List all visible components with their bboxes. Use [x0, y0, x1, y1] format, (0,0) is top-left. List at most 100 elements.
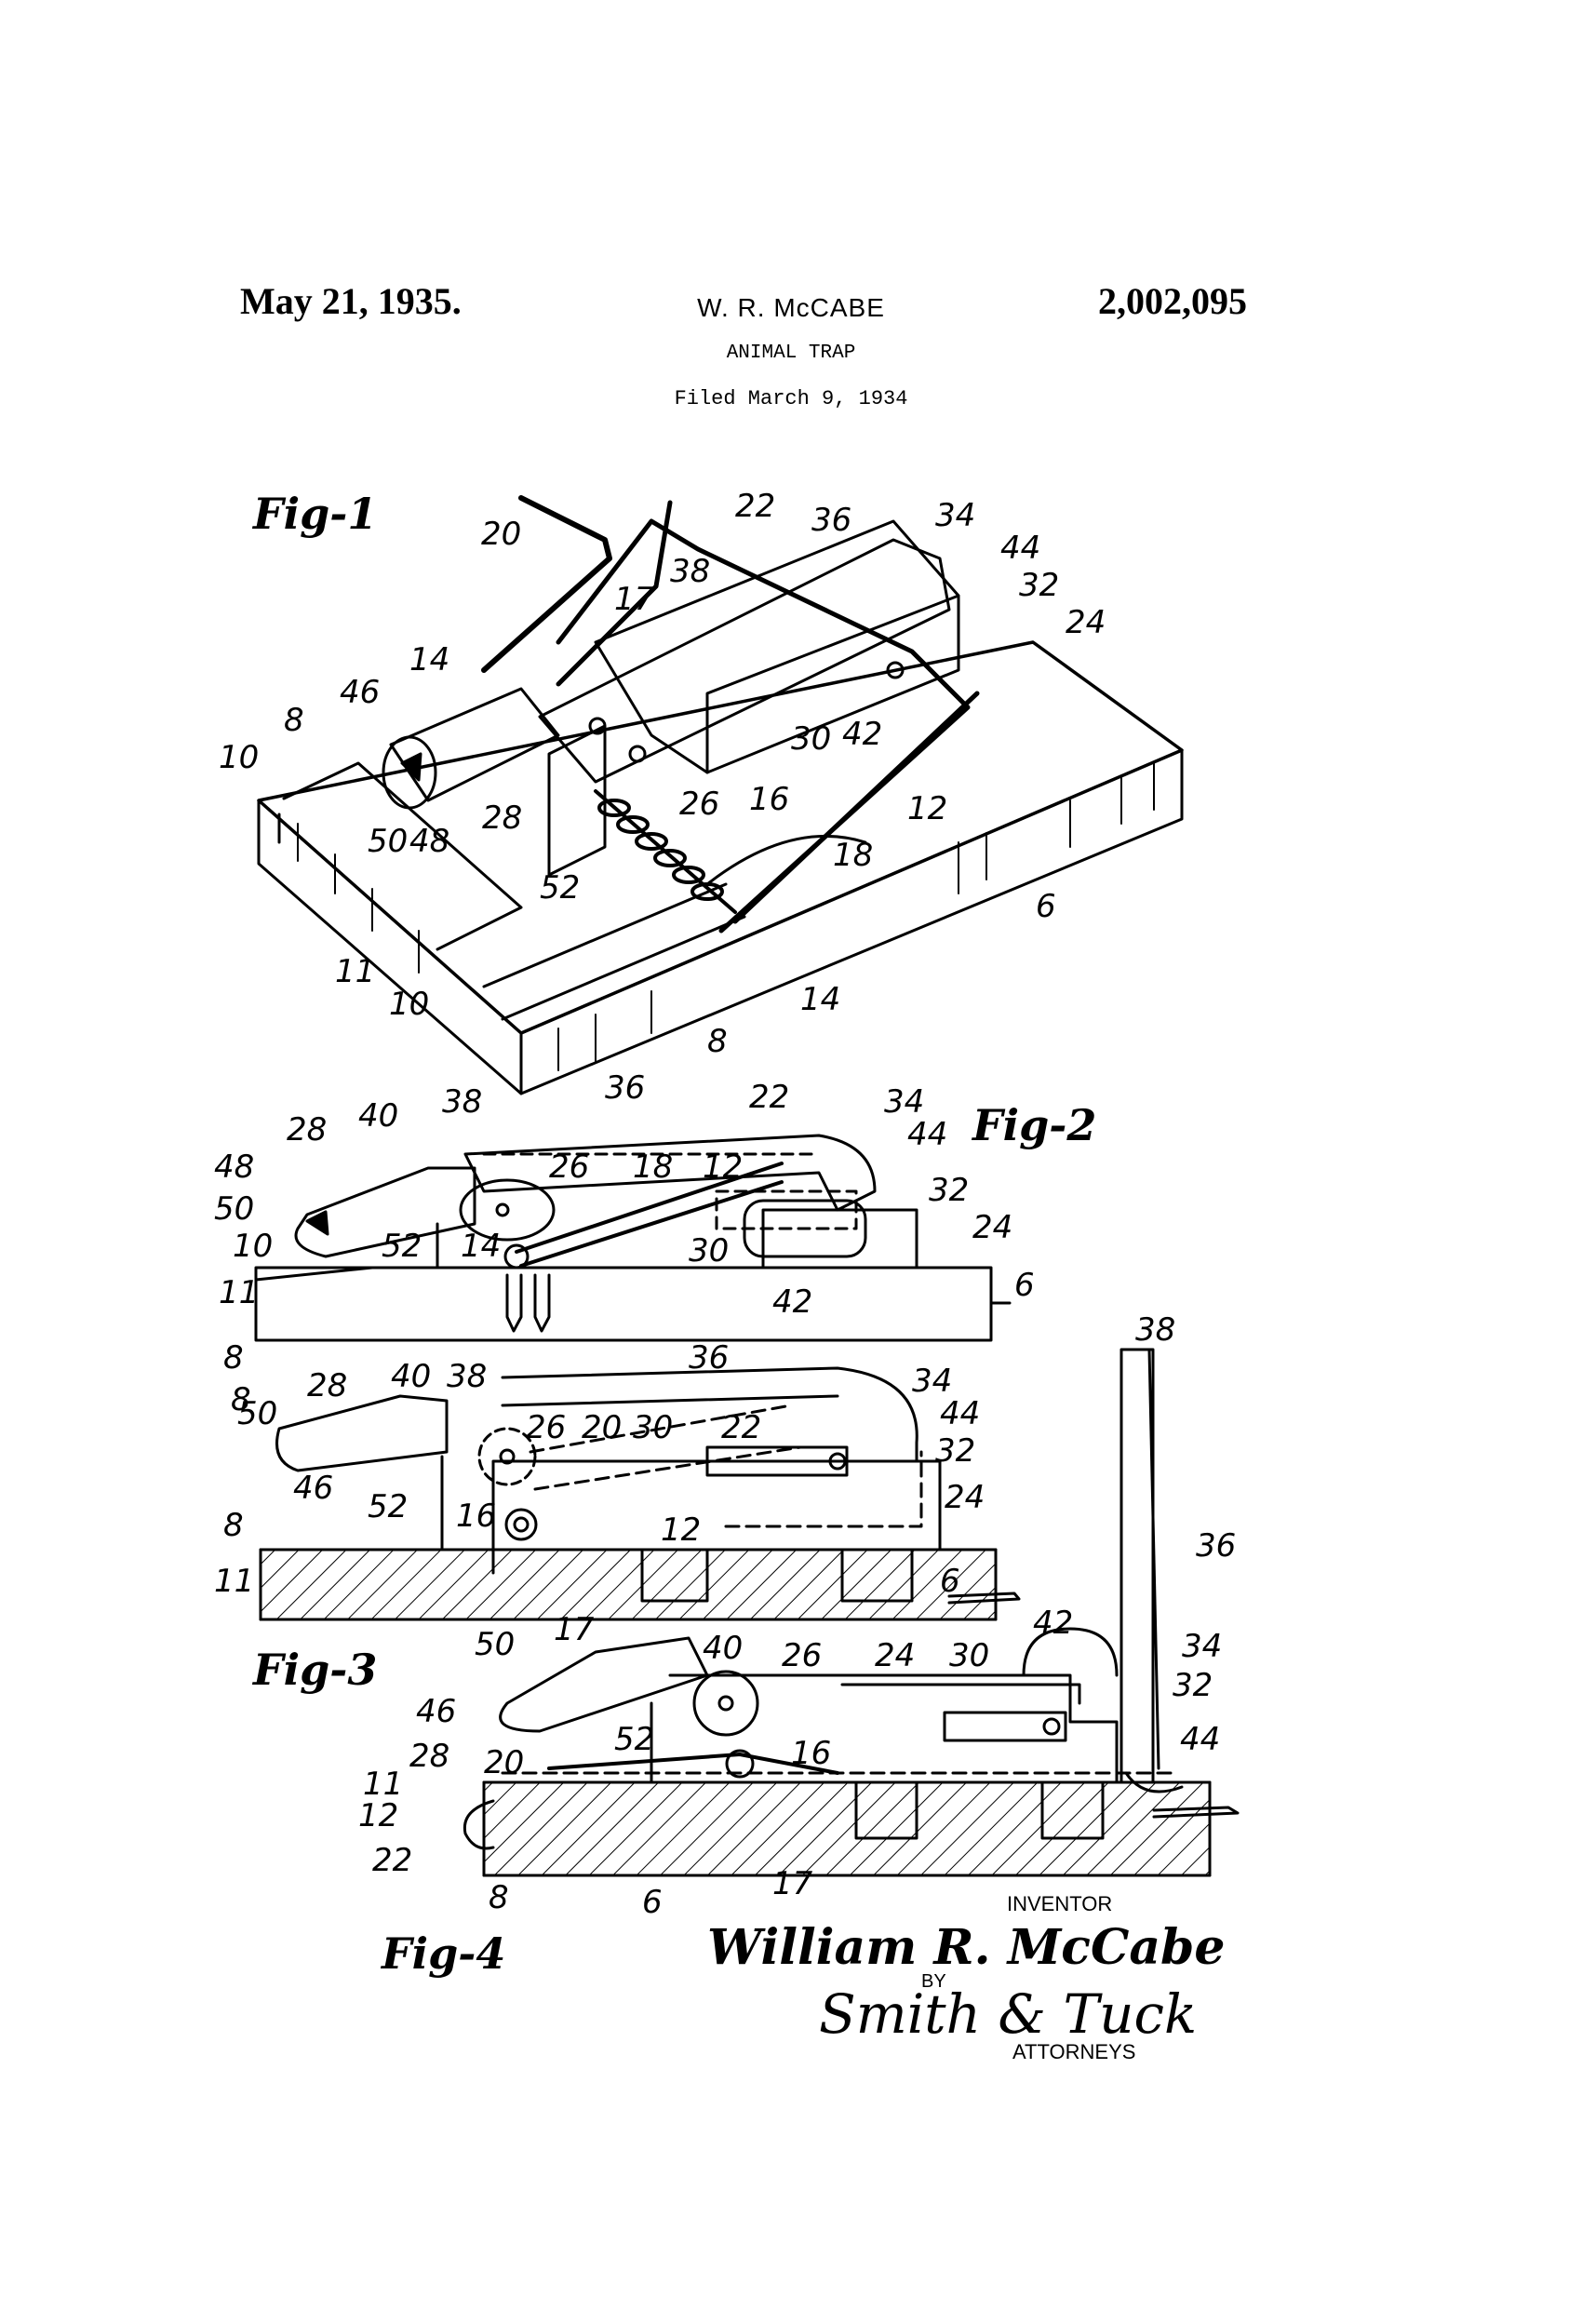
- patent-number: 2,002,095: [1098, 280, 1247, 322]
- ref-40: 40: [358, 1097, 398, 1135]
- ref-38: 38: [1135, 1311, 1175, 1349]
- ref-6: 6: [1014, 1267, 1035, 1304]
- ref-48: 48: [409, 823, 449, 860]
- ref-17: 17: [554, 1611, 595, 1648]
- by-caption: BY: [921, 1971, 946, 1992]
- ref-24: 24: [1066, 604, 1106, 641]
- ref-52: 52: [540, 869, 580, 907]
- ref-18: 18: [633, 1149, 673, 1186]
- ref-8: 8: [223, 1339, 244, 1377]
- ref-18: 18: [833, 837, 873, 874]
- ref-17: 17: [772, 1865, 813, 1902]
- ref-8: 8: [231, 1381, 251, 1418]
- ref-52: 52: [614, 1721, 654, 1758]
- figure-3-drawing: 6 Fig-3 8 28 40 38 36 34 44 32 24 50 26 …: [214, 1339, 1021, 1695]
- ref-26: 26: [782, 1637, 822, 1674]
- ref-8: 8: [284, 702, 304, 739]
- ref-24: 24: [972, 1209, 1012, 1246]
- ref-40: 40: [391, 1358, 431, 1395]
- ref-10: 10: [389, 986, 429, 1023]
- ref-10: 10: [233, 1228, 273, 1265]
- ref-42: 42: [1033, 1605, 1073, 1642]
- ref-32: 32: [1173, 1667, 1213, 1704]
- ref-34: 34: [1182, 1628, 1222, 1665]
- ref-46: 46: [340, 674, 380, 711]
- ref-6: 6: [1036, 888, 1056, 925]
- ref-50: 50: [237, 1395, 277, 1432]
- ref-34: 34: [935, 497, 975, 534]
- ref-30: 30: [633, 1409, 673, 1446]
- ref-26: 26: [679, 786, 719, 823]
- inventor-signature: William R. McCabe: [707, 1919, 1226, 1976]
- figure-4-drawing: Fig-4 38 36 34 32 44 42 30 24 26 40 17 5…: [358, 1311, 1240, 1979]
- ref-12: 12: [661, 1511, 701, 1549]
- ref-12: 12: [907, 790, 947, 827]
- ref-52: 52: [382, 1228, 422, 1265]
- ref-12: 12: [358, 1797, 398, 1834]
- ref-48: 48: [214, 1149, 254, 1186]
- ref-46: 46: [293, 1470, 333, 1507]
- ref-50: 50: [368, 823, 408, 860]
- ref-11: 11: [214, 1563, 254, 1600]
- patent-title: ANIMAL TRAP: [726, 343, 856, 364]
- ref-42: 42: [842, 716, 882, 753]
- attorney-signature: Smith & Tuck: [819, 1982, 1198, 2046]
- ref-32: 32: [929, 1172, 969, 1209]
- ref-50: 50: [214, 1190, 254, 1228]
- attorneys-caption: ATTORNEYS: [1012, 2040, 1136, 2063]
- ref-36: 36: [811, 502, 851, 539]
- ref-14: 14: [409, 641, 449, 678]
- ref-28: 28: [307, 1367, 347, 1404]
- figure-3-label: Fig-3: [251, 1645, 377, 1695]
- ref-8: 8: [707, 1023, 728, 1060]
- ref-50: 50: [475, 1626, 515, 1663]
- ref-22: 22: [372, 1842, 412, 1879]
- ref-24: 24: [945, 1479, 985, 1516]
- ref-22: 22: [721, 1409, 761, 1446]
- ref-14: 14: [461, 1228, 501, 1265]
- ref-11: 11: [363, 1766, 403, 1803]
- ref-36: 36: [689, 1339, 729, 1377]
- ref-44: 44: [1000, 530, 1040, 567]
- ref-26: 26: [526, 1409, 566, 1446]
- ref-6: 6: [940, 1563, 960, 1600]
- ref-44: 44: [940, 1395, 980, 1432]
- ref-8: 8: [223, 1507, 244, 1544]
- ref-16: 16: [749, 781, 789, 818]
- filed-date: Filed March 9, 1934: [674, 387, 908, 410]
- ref-28: 28: [409, 1738, 449, 1775]
- inventor-short-name: W. R. McCABE: [697, 293, 885, 322]
- ref-11: 11: [335, 953, 375, 990]
- ref-8: 8: [489, 1879, 509, 1916]
- ref-28: 28: [287, 1111, 327, 1149]
- inventor-caption: INVENTOR: [1007, 1892, 1113, 1915]
- ref-22: 22: [735, 488, 775, 525]
- ref-6: 6: [642, 1884, 663, 1921]
- ref-10: 10: [219, 739, 259, 776]
- ref-17: 17: [614, 581, 655, 618]
- ref-40: 40: [703, 1630, 743, 1667]
- ref-26: 26: [549, 1149, 589, 1186]
- ref-46: 46: [416, 1693, 456, 1730]
- ref-16: 16: [456, 1498, 496, 1535]
- ref-16: 16: [791, 1735, 831, 1772]
- ref-34: 34: [884, 1083, 924, 1121]
- figure-1-label: Fig-1: [251, 489, 377, 539]
- patent-date: May 21, 1935.: [240, 280, 462, 322]
- ref-42: 42: [772, 1283, 812, 1321]
- ref-11: 11: [219, 1274, 259, 1311]
- ref-44: 44: [1180, 1721, 1220, 1758]
- ref-14: 14: [800, 981, 840, 1018]
- ref-34: 34: [912, 1363, 952, 1400]
- ref-38: 38: [670, 553, 710, 590]
- ref-36: 36: [1196, 1527, 1236, 1565]
- ref-28: 28: [482, 799, 522, 837]
- ref-30: 30: [791, 720, 831, 758]
- ref-22: 22: [749, 1079, 789, 1116]
- ref-12: 12: [703, 1149, 743, 1186]
- ref-24: 24: [875, 1637, 915, 1674]
- figure-2-drawing: Fig-2 28 40 38 36 22 34 44 32 24 6 48 50…: [214, 1069, 1096, 1377]
- figure-2-label: Fig-2: [971, 1100, 1096, 1150]
- ref-44: 44: [907, 1116, 947, 1153]
